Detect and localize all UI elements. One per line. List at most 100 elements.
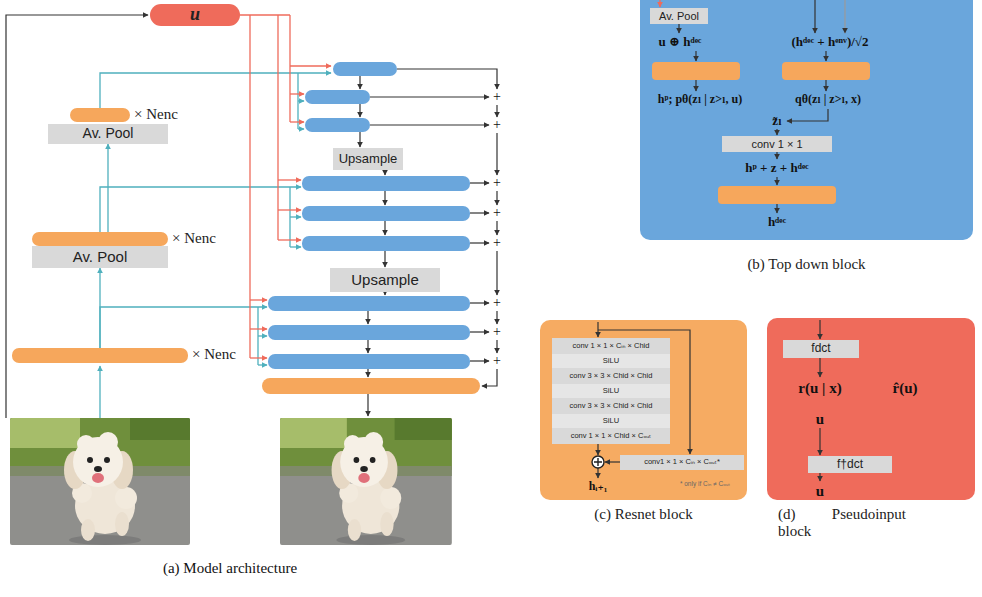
node-text: conv 1 × 1 × Chid × Cₒᵤₜ bbox=[571, 432, 652, 440]
sum-sign: + bbox=[493, 324, 501, 339]
skip-connection bbox=[298, 128, 304, 129]
node-text: Av. Pool bbox=[659, 10, 699, 22]
flow-line bbox=[776, 152, 777, 159]
resnet-panel: (c) Resnet blockconv 1 × 1 × Cᵢₙ × ChidS… bbox=[540, 320, 747, 500]
sum-sign: + bbox=[493, 235, 501, 250]
conv-box: conv 1 × 1 bbox=[722, 136, 832, 152]
dct-box: fdct bbox=[783, 340, 859, 358]
math-label: hᵖ + z + hᵈᵉᶜ bbox=[745, 161, 808, 175]
decoder-bar bbox=[302, 206, 470, 221]
pseudoinput-line bbox=[250, 357, 267, 358]
math-label: z̃ₗ bbox=[772, 114, 782, 128]
decoder-bar bbox=[268, 62, 470, 369]
upsample-box: Upsample bbox=[333, 148, 403, 170]
sum-sign: + bbox=[493, 175, 501, 190]
pool-box: Av. Pool bbox=[650, 8, 708, 24]
skip-connection bbox=[100, 307, 267, 348]
flow-line bbox=[367, 394, 368, 416]
activation-row: SiLU bbox=[552, 414, 670, 428]
flow-line bbox=[470, 242, 489, 243]
node-text: fdct bbox=[811, 342, 830, 355]
encoder-bar: × Nenc bbox=[12, 348, 188, 363]
node-text: Av. Pool bbox=[73, 249, 127, 266]
skip-connection bbox=[298, 100, 304, 101]
flow-line bbox=[367, 369, 368, 377]
flow-line bbox=[819, 428, 820, 455]
flow-line bbox=[597, 468, 598, 478]
pseudoinput-line bbox=[290, 65, 331, 66]
flow-line bbox=[470, 302, 489, 303]
conv-row: conv 1 × 1 × Chid × Cₒᵤₜ bbox=[552, 428, 670, 444]
sum-symbol bbox=[592, 456, 604, 468]
decoder-bar bbox=[302, 176, 470, 191]
flow-line bbox=[482, 369, 497, 386]
pseudoinput-line bbox=[240, 14, 290, 15]
math-label: u bbox=[816, 483, 824, 500]
flow-line bbox=[496, 133, 497, 175]
math-label: qθ(zₗ | z>ₗ, x) bbox=[795, 93, 861, 106]
node-text: conv 1 × 1 bbox=[751, 138, 802, 150]
sum-symbol bbox=[594, 458, 602, 466]
flow-line bbox=[384, 292, 385, 295]
sum-symbol bbox=[592, 456, 604, 468]
flow-line bbox=[776, 204, 777, 213]
skip-connection bbox=[290, 246, 301, 247]
flow-line bbox=[359, 132, 360, 147]
caption: (a) Model architecture bbox=[163, 560, 297, 577]
math-label: hᵈᵉᶜ bbox=[768, 215, 786, 229]
skip-connection bbox=[99, 366, 100, 418]
pseudoinput-line bbox=[290, 93, 304, 94]
panel-caption: (d) Pseudoinput block bbox=[778, 506, 906, 539]
flow-line bbox=[367, 311, 368, 324]
flow-line bbox=[814, 0, 815, 33]
flow-line bbox=[359, 104, 360, 117]
node-text: SiLU bbox=[603, 357, 619, 365]
encoder-bar: × Nenc bbox=[70, 108, 130, 122]
node-text: Av. Pool bbox=[83, 126, 134, 141]
node-text: SiLU bbox=[603, 417, 619, 425]
math-label: hᵢ₊₁ bbox=[589, 480, 608, 493]
output-bar bbox=[262, 378, 480, 394]
math-label: hᵖ; pθ(zₗ | z>ₗ, u) bbox=[658, 93, 742, 106]
flow-line bbox=[776, 129, 777, 135]
flow-line bbox=[470, 360, 489, 361]
activation-row: SiLU bbox=[552, 354, 670, 368]
node-text: conv 3 × 3 × Chid × Chid bbox=[570, 402, 653, 410]
skip-connection bbox=[258, 335, 267, 336]
upsample-box: Upsample bbox=[330, 268, 440, 292]
pseudoinput-line bbox=[278, 179, 301, 180]
math-label: u bbox=[816, 411, 824, 428]
decoder-bar bbox=[305, 90, 370, 104]
node-text: Upsample bbox=[339, 152, 398, 166]
panel-caption: (c) Resnet block bbox=[594, 506, 692, 523]
flow-line bbox=[367, 340, 368, 353]
flow-line bbox=[384, 170, 385, 175]
flow-line bbox=[470, 212, 489, 213]
conv-row: conv 1 × 1 × Cᵢₙ × Chid bbox=[552, 338, 670, 354]
pool-box: Av. Pool bbox=[48, 124, 168, 144]
figure-backdrop bbox=[10, 418, 190, 545]
repeat-count: × Nenc bbox=[134, 106, 178, 123]
flow-line bbox=[496, 221, 497, 235]
math-label: u ⊕ hᵈᵉᶜ bbox=[659, 35, 702, 49]
sum-sign: + bbox=[493, 205, 501, 220]
flow-line bbox=[496, 105, 497, 117]
pseudoinput-line bbox=[250, 328, 267, 329]
flow-line bbox=[776, 177, 777, 185]
sum-sign: + bbox=[493, 89, 501, 104]
env-line bbox=[844, 0, 845, 33]
flow-line bbox=[370, 96, 489, 97]
decoder-bar bbox=[268, 296, 470, 311]
activation-row: SiLU bbox=[552, 384, 670, 398]
panel-b-blocks bbox=[782, 62, 870, 80]
flow-line bbox=[605, 461, 620, 462]
sum-sign: + bbox=[493, 295, 501, 310]
flow-line bbox=[496, 340, 497, 353]
flow-line bbox=[819, 358, 820, 377]
node-text: conv 1 × 1 × Cᵢₙ × Chid bbox=[573, 342, 650, 350]
flow-line bbox=[695, 80, 696, 91]
flow-line bbox=[825, 80, 826, 91]
panel-b-blocks bbox=[718, 186, 836, 204]
decoder-bar bbox=[305, 118, 370, 132]
